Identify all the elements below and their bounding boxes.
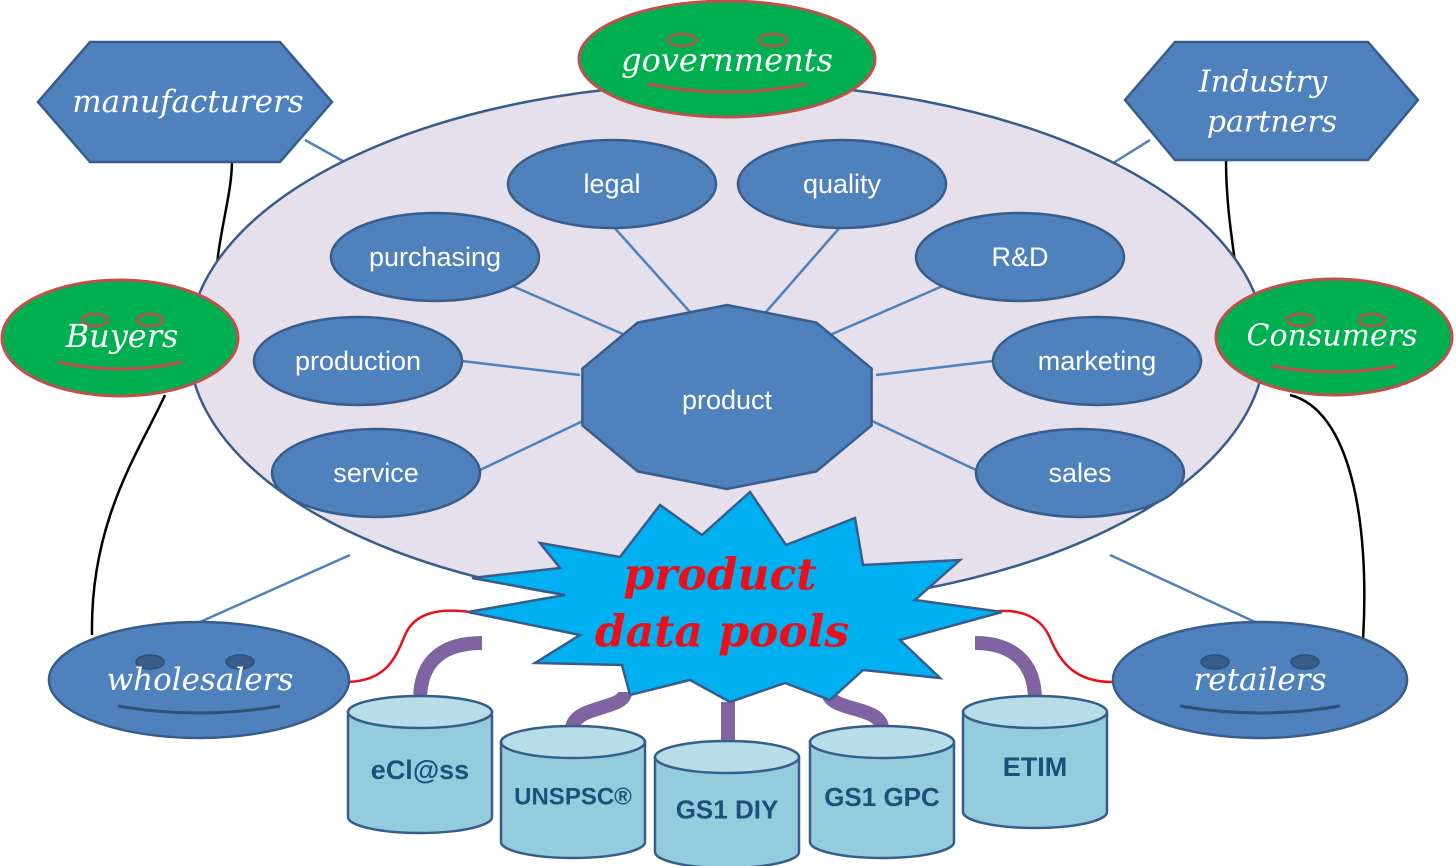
database-body <box>961 710 1109 830</box>
retailers-eye-right <box>1290 654 1320 670</box>
connector-wholesalers <box>199 553 351 624</box>
spoke-quality <box>765 224 843 313</box>
database-top <box>346 694 494 730</box>
database-gs1gpc: GS1 GPC <box>808 724 956 860</box>
link-etim <box>974 636 1042 701</box>
database-body <box>346 710 494 835</box>
department-quality <box>736 138 948 230</box>
database-etim: ETIM <box>961 694 1109 830</box>
buyers-smile <box>57 360 183 371</box>
database-label-etim: ETIM <box>1003 752 1068 782</box>
consumers-eye-left <box>1285 312 1315 328</box>
database-unspsc: UNSPSC® <box>499 724 647 860</box>
connector-buyers-wholesalers <box>90 394 167 636</box>
database-label-gs1gpc: GS1 GPC <box>824 782 940 812</box>
database-label-unspsc: UNSPSC® <box>514 784 632 811</box>
database-body <box>499 740 647 860</box>
governments-eye-right <box>757 32 789 48</box>
wholesalers-label: wholesalers <box>107 662 294 698</box>
spoke-service <box>479 418 586 472</box>
buyers-node: Buyers <box>0 278 240 398</box>
database-eclass: eCl@ss <box>346 694 494 835</box>
department-marketing <box>991 315 1203 407</box>
departments <box>252 138 1203 519</box>
spoke-purchasing <box>509 283 626 337</box>
spoke-marketing <box>875 359 994 377</box>
connector-consumers-retailers <box>1289 393 1366 641</box>
spokes <box>461 224 994 472</box>
link-gs1gpc <box>821 689 889 731</box>
database-top <box>961 694 1109 730</box>
spoke-legal <box>611 224 691 313</box>
connector-industry-partners <box>1109 138 1151 167</box>
department-label-rnd: R&D <box>991 242 1048 272</box>
buyers-eye-right <box>135 312 165 328</box>
manufacturers-label: manufacturers <box>72 84 303 120</box>
spoke-rnd <box>829 283 946 337</box>
department-label-service: service <box>333 458 419 488</box>
data-pools-starburst <box>467 490 1003 704</box>
governments-eye-left <box>666 32 698 48</box>
retailers-smile <box>1179 704 1341 715</box>
database-top <box>653 739 801 775</box>
department-label-purchasing: purchasing <box>369 242 501 272</box>
side-connectors <box>90 159 1366 641</box>
wholesalers-smile <box>117 704 281 715</box>
consumers-eye-right <box>1357 312 1387 328</box>
department-label-legal: legal <box>583 169 640 199</box>
spoke-sales <box>869 418 977 472</box>
product-node <box>581 303 873 491</box>
department-label-quality: quality <box>803 169 882 199</box>
department-label-marketing: marketing <box>1038 346 1157 376</box>
database-label-gs1diy: GS1 DIY <box>676 794 779 824</box>
department-production <box>252 315 464 407</box>
consumers-smile <box>1271 364 1397 374</box>
retailers-label: retailers <box>1193 662 1326 698</box>
data-pool-links <box>343 609 1113 684</box>
database-label-eclass: eCl@ss <box>371 755 469 785</box>
link-retailers-pools <box>989 609 1113 684</box>
wholesalers-eye-left <box>135 654 165 670</box>
governments-label: governments <box>621 41 833 79</box>
connector-retailers <box>1109 553 1256 624</box>
department-labels: legal quality purchasing R&D production … <box>295 169 1156 488</box>
database-body <box>653 755 801 866</box>
link-unspsc <box>565 690 632 731</box>
product-label: product <box>682 385 773 415</box>
link-wholesalers-pools <box>343 609 471 684</box>
department-service <box>270 427 482 519</box>
database-gs1diy: GS1 DIY <box>653 739 801 866</box>
manufacturers-node <box>36 40 334 164</box>
governments-node: governments <box>577 0 877 119</box>
buyers-label: Buyers <box>65 317 179 355</box>
department-label-sales: sales <box>1048 458 1111 488</box>
link-eclass <box>413 636 483 701</box>
consumers-node: Consumers <box>1214 277 1454 397</box>
department-rnd <box>914 211 1126 303</box>
retailers-node: retailers <box>1111 620 1409 740</box>
retailers-eye-left <box>1200 654 1230 670</box>
department-label-production: production <box>295 346 421 376</box>
governments-smile <box>647 82 807 94</box>
wholesalers-eye-right <box>225 654 255 670</box>
consumers-label: Consumers <box>1247 319 1418 354</box>
data-pools-label-line1: product <box>623 550 816 601</box>
industry-partners-label-line1: Industry <box>1198 65 1328 100</box>
data-pools-label-line2: data pools <box>595 607 849 658</box>
buyers-eye-left <box>80 312 110 328</box>
database-top <box>808 724 956 760</box>
wholesalers-node: wholesalers <box>47 620 351 740</box>
database-top <box>499 724 647 760</box>
department-purchasing <box>329 211 541 303</box>
spoke-production <box>461 359 581 377</box>
department-legal <box>506 138 718 230</box>
industry-partners-node <box>1123 40 1420 162</box>
database-body <box>808 740 956 860</box>
department-sales <box>974 427 1186 519</box>
industry-partners-label-line2: partners <box>1207 105 1337 140</box>
